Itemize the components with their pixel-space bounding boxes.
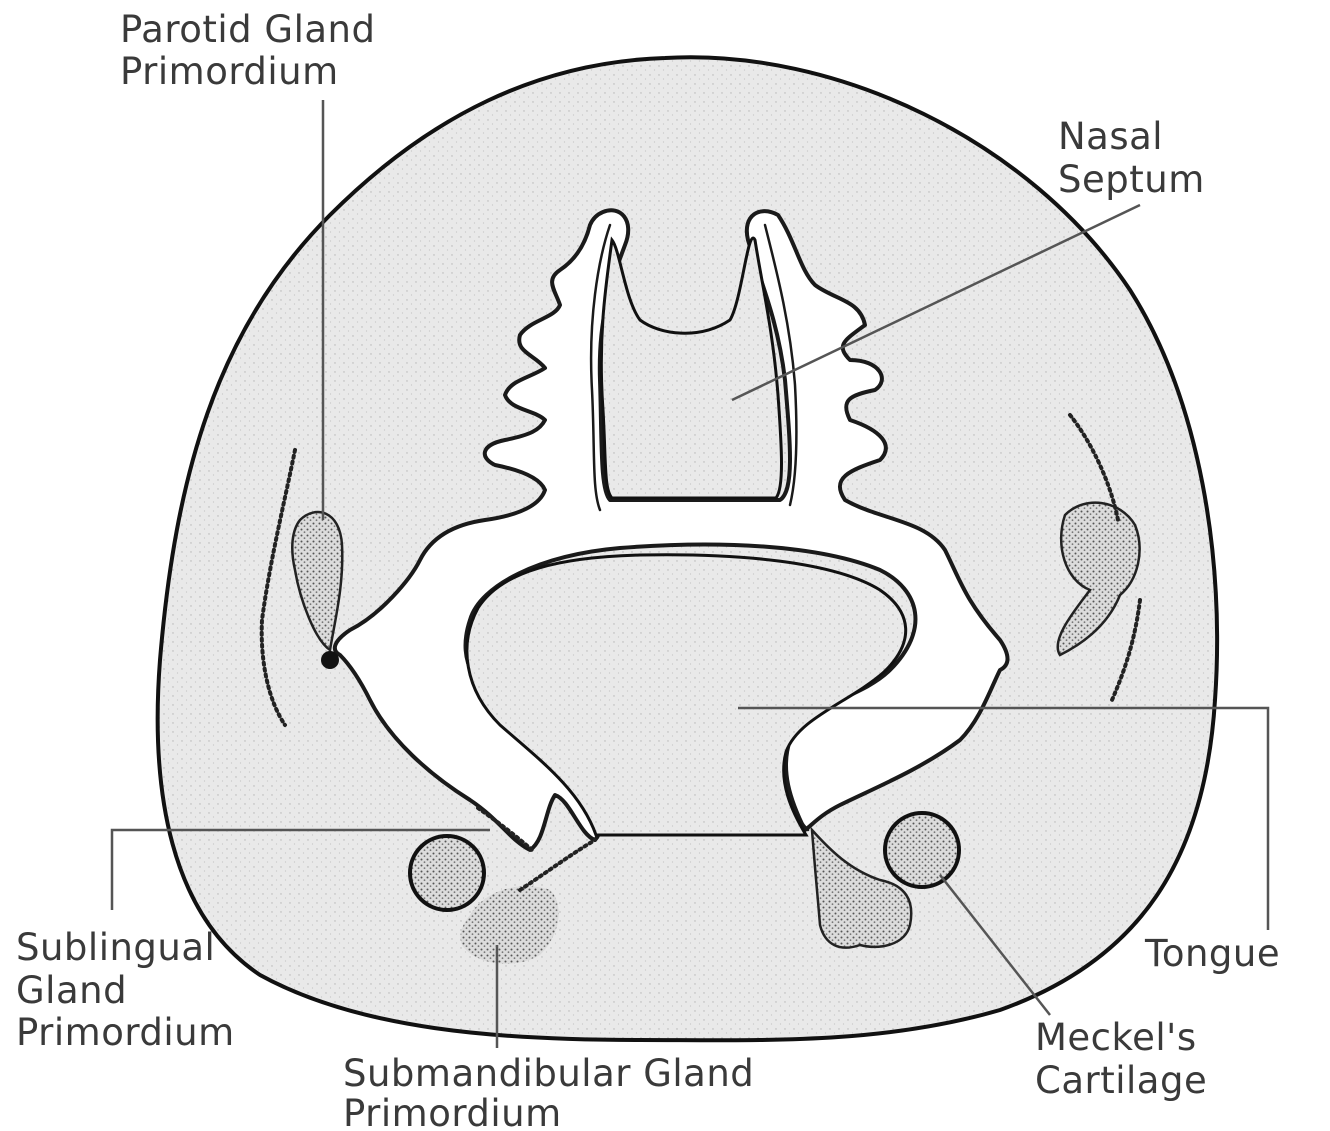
label-nasal-septum: Nasal Septum — [1058, 115, 1205, 201]
label-meckels-cartilage: Meckel's Cartilage — [1035, 1016, 1209, 1102]
meckels-cartilage-left — [410, 836, 484, 910]
label-parotid: Parotid Gland Primordium — [120, 8, 388, 93]
label-submandibular: Submandibular Gland Primordium — [343, 1052, 767, 1131]
parotid-duct-opening-left — [321, 651, 339, 669]
meckels-cartilage-right — [885, 813, 959, 887]
label-tongue: Tongue — [1144, 932, 1280, 975]
label-sublingual: Sublingual Gland Primordium — [16, 926, 235, 1054]
